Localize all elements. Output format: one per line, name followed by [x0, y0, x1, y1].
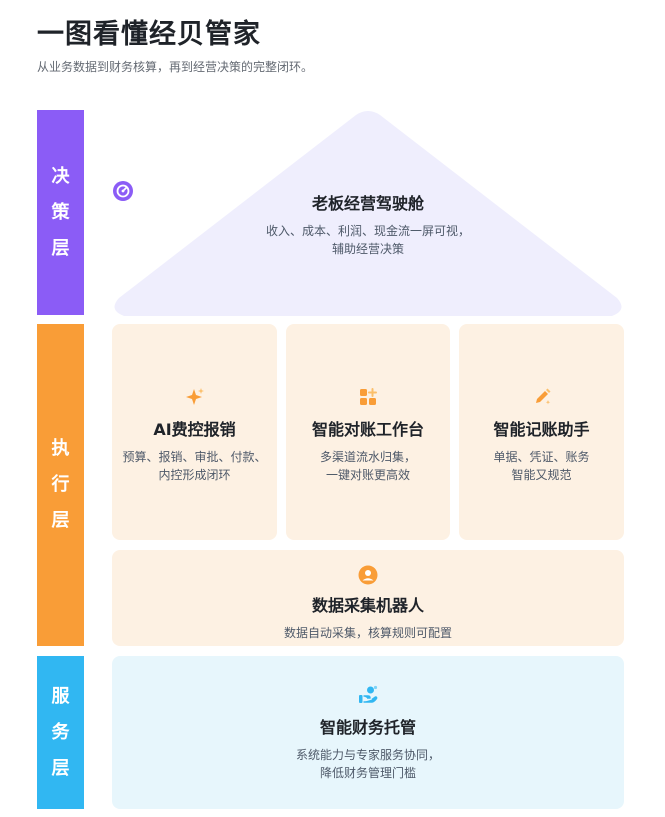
layer-char: 层	[51, 757, 70, 779]
hosting-card: 智能财务托管 系统能力与专家服务协同， 降低财务管理门槛	[112, 656, 624, 809]
reconcile-desc: 多渠道流水归集， 一键对账更高效	[320, 448, 416, 484]
desc-line: 系统能力与专家服务协同，	[295, 748, 440, 762]
desc-line: 预算、报销、审批、付款、	[122, 450, 267, 464]
layer-char: 决	[51, 165, 70, 187]
desc-line: 辅助经营决策	[331, 242, 404, 256]
desc-line: 内控形成闭环	[158, 468, 231, 482]
desc-line: 收入、成本、利润、现金流一屏可视，	[265, 224, 470, 238]
bookkeeping-title: 智能记账助手	[493, 420, 590, 439]
desc-line: 一键对账更高效	[325, 468, 410, 482]
expense-card: AI费控报销 预算、报销、审批、付款、 内控形成闭环	[112, 324, 277, 540]
expense-desc: 预算、报销、审批、付款、 内控形成闭环	[122, 448, 266, 484]
desc-line: 多渠道流水归集，	[319, 450, 416, 464]
bookkeeping-card: 智能记账助手 单据、凭证、账务 智能又规范	[459, 324, 624, 540]
cockpit-desc: 收入、成本、利润、现金流一屏可视， 辅助经营决策	[266, 222, 470, 258]
reconcile-card: 智能对账工作台 多渠道流水归集， 一键对账更高效	[286, 324, 450, 540]
hosting-desc: 系统能力与专家服务协同， 降低财务管理门槛	[296, 746, 440, 782]
page-title: 一图看懂经贝管家	[37, 19, 261, 50]
desc-line: 智能又规范	[511, 468, 572, 482]
robot-title: 数据采集机器人	[311, 596, 424, 615]
layer-char: 层	[51, 237, 70, 259]
layer-label-execution: 执 行 层	[37, 324, 84, 646]
sparkle-icon	[185, 388, 204, 405]
layer-char: 层	[51, 510, 70, 531]
desc-line: 数据自动采集，核算规则可配置	[283, 626, 452, 640]
desc-line: 降低财务管理门槛	[319, 766, 416, 780]
cockpit-roof: 老板经营驾驶舱 收入、成本、利润、现金流一屏可视， 辅助经营决策	[112, 110, 624, 316]
layer-label-service: 服 务 层	[37, 656, 84, 809]
desc-line: 单据、凭证、账务	[493, 450, 590, 464]
reconcile-title: 智能对账工作台	[311, 420, 424, 439]
robot-card: 数据采集机器人 数据自动采集，核算规则可配置	[112, 550, 624, 646]
layer-char: 策	[51, 201, 70, 223]
layer-label-decision: 决 策 层	[37, 110, 84, 315]
hosting-title: 智能财务托管	[319, 718, 416, 737]
roof-shape	[114, 111, 622, 316]
pencil-icon	[535, 388, 550, 405]
layer-char: 务	[51, 721, 70, 743]
robot-desc: 数据自动采集，核算规则可配置	[284, 624, 452, 642]
gauge-icon	[113, 181, 133, 201]
layer-char: 执	[51, 438, 70, 459]
cockpit-card: 老板经营驾驶舱 收入、成本、利润、现金流一屏可视， 辅助经营决策	[112, 180, 624, 258]
hand-coin-icon	[359, 685, 378, 703]
page-subtitle: 从业务数据到财务核算，再到经营决策的完整闭环。	[37, 60, 314, 74]
robot-icon	[358, 565, 378, 585]
layer-char: 行	[51, 474, 70, 495]
expense-title: AI费控报销	[153, 420, 236, 439]
grid-plus-icon	[360, 388, 377, 405]
layer-char: 服	[51, 685, 70, 707]
cockpit-title: 老板经营驾驶舱	[311, 194, 424, 213]
bookkeeping-desc: 单据、凭证、账务 智能又规范	[493, 448, 589, 484]
